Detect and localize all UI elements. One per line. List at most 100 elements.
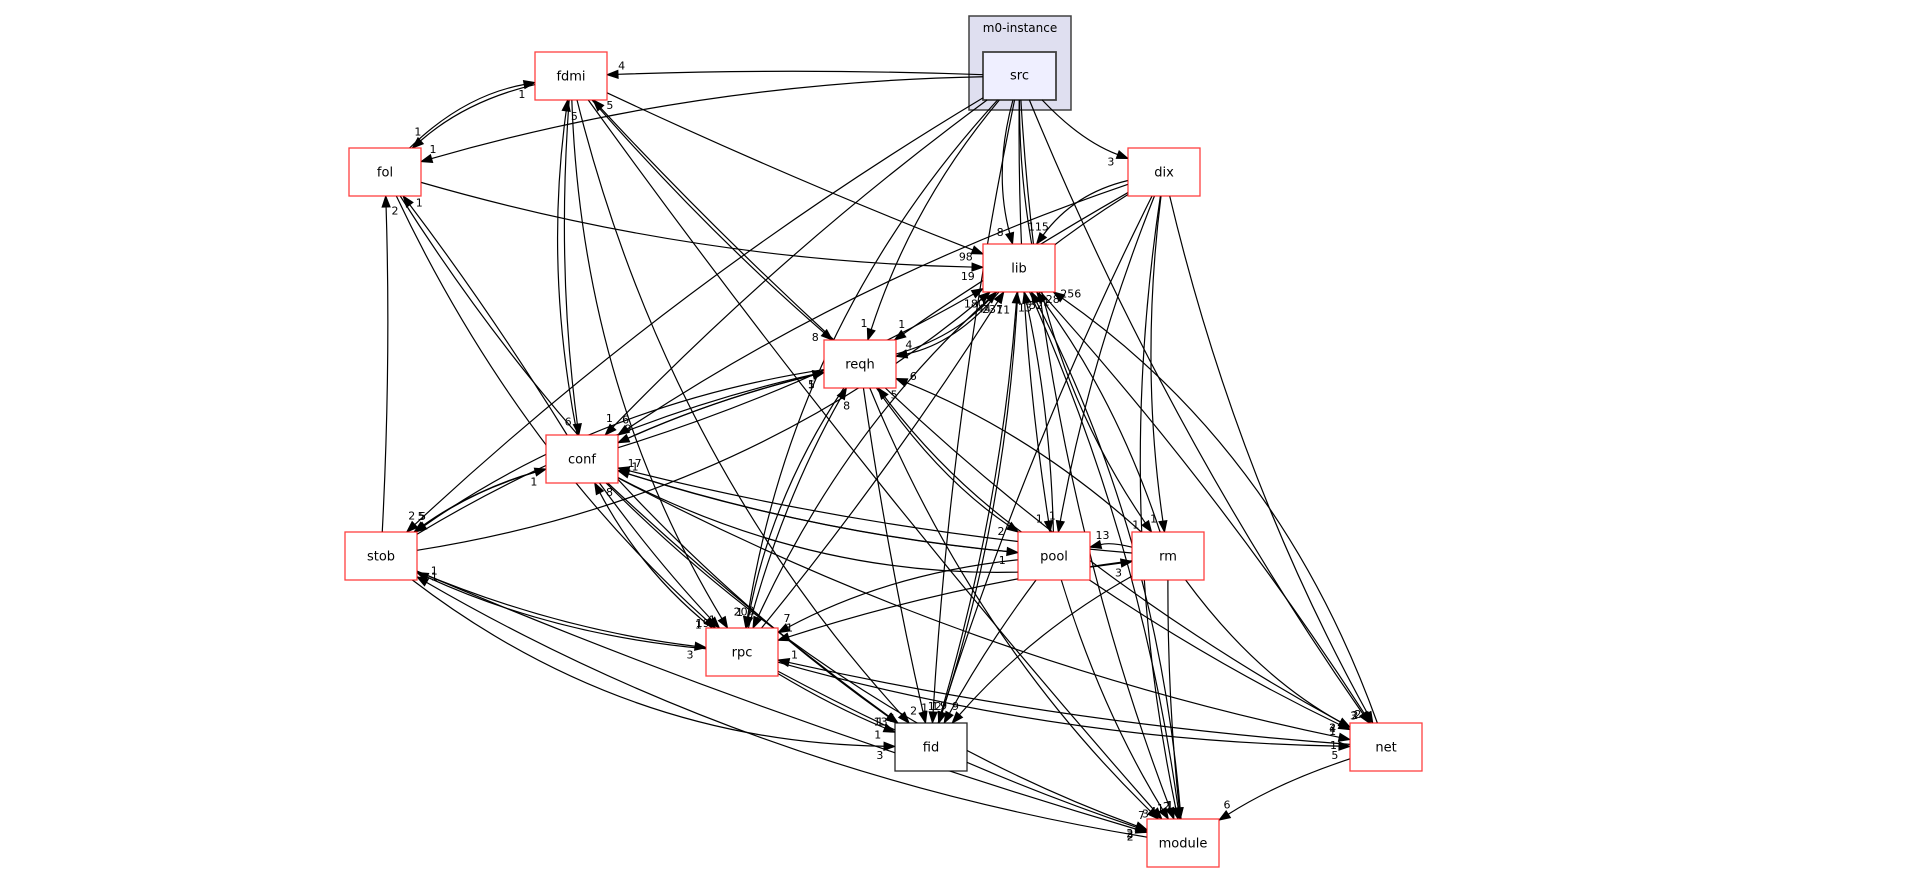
- node-rm-box[interactable]: [1131, 531, 1205, 581]
- edge-weight-label[interactable]: 2: [997, 525, 1004, 538]
- node-reqh[interactable]: reqh: [823, 339, 897, 389]
- edge-weight-label[interactable]: 3: [1107, 155, 1114, 168]
- node-dix-box[interactable]: [1127, 147, 1201, 197]
- edge-weight-label[interactable]: 1: [1167, 799, 1174, 812]
- node-conf[interactable]: conf: [545, 434, 619, 484]
- edge-weight-label[interactable]: 4: [905, 339, 912, 352]
- node-pool[interactable]: pool: [1017, 531, 1091, 581]
- edge-weight-label[interactable]: 1: [861, 317, 868, 330]
- node-reqh-box[interactable]: [823, 339, 897, 389]
- node-stob-label[interactable]: stob: [367, 550, 395, 565]
- node-lib[interactable]: lib: [982, 243, 1056, 293]
- edge-weight-label[interactable]: 2: [1163, 800, 1170, 813]
- edge-weight-label[interactable]: 19: [961, 270, 975, 283]
- edge-weight-label[interactable]: 1: [736, 606, 743, 619]
- edge-weight-label[interactable]: 1: [1329, 725, 1336, 738]
- node-rm-label[interactable]: rm: [1159, 550, 1177, 565]
- node-module-box[interactable]: [1146, 818, 1220, 868]
- edge-weight-label[interactable]: 2: [1329, 722, 1336, 735]
- edge-weight-label[interactable]: 1: [1165, 799, 1172, 812]
- edge-weight-label[interactable]: 1: [1043, 295, 1050, 308]
- edge-weight-label[interactable]: 4: [1149, 805, 1156, 818]
- edge-weight-label[interactable]: 1: [808, 378, 815, 391]
- edge-weight-label[interactable]: 3: [687, 649, 694, 662]
- edge-weight-label[interactable]: 5: [419, 510, 426, 523]
- edge-weight-label[interactable]: 6: [1223, 799, 1230, 812]
- node-src-box[interactable]: [982, 51, 1057, 101]
- edge-weight-label[interactable]: 5: [808, 379, 815, 392]
- edge-weight-label[interactable]: 7: [1138, 809, 1145, 822]
- edge-weight-label[interactable]: 5: [1331, 749, 1338, 762]
- node-net[interactable]: net: [1349, 722, 1423, 772]
- edge-weight-label[interactable]: 2: [1354, 708, 1361, 721]
- edge-weight-label[interactable]: 11: [996, 303, 1010, 316]
- edge-weight-label[interactable]: 1: [876, 715, 883, 728]
- edge-weight-label[interactable]: 1: [429, 143, 436, 156]
- node-rpc[interactable]: rpc: [705, 627, 779, 677]
- edge-weight-label[interactable]: 5: [606, 99, 613, 112]
- edge-weight-label[interactable]: 1: [1036, 513, 1043, 526]
- node-conf-box[interactable]: [545, 434, 619, 484]
- edge-weight-label[interactable]: 256: [1060, 287, 1081, 300]
- node-dix[interactable]: dix: [1127, 147, 1201, 197]
- edge-weight-label[interactable]: 1: [898, 318, 905, 331]
- edge-weight-label[interactable]: 98: [959, 251, 973, 264]
- node-rm[interactable]: rm: [1131, 531, 1205, 581]
- node-fid-box[interactable]: [894, 722, 968, 772]
- edge-weight-label[interactable]: 44: [977, 302, 991, 315]
- edge-weight-label[interactable]: 115: [1028, 221, 1049, 234]
- edge-weight-label[interactable]: 2: [1127, 831, 1134, 844]
- node-fid-label[interactable]: fid: [923, 741, 939, 756]
- edge-weight-label[interactable]: 1: [874, 729, 881, 742]
- edge-weight-label[interactable]: 6: [565, 415, 572, 428]
- node-net-box[interactable]: [1349, 722, 1423, 772]
- edge-weight-label[interactable]: 17: [628, 457, 642, 470]
- edge-weight-label[interactable]: 1: [414, 125, 421, 138]
- node-fdmi-box[interactable]: [534, 51, 608, 101]
- node-dix-label[interactable]: dix: [1154, 166, 1174, 181]
- edge-weight-label[interactable]: 1: [606, 412, 613, 425]
- edge-weight-label[interactable]: 2: [1351, 709, 1358, 722]
- edge-weight-label[interactable]: 4: [618, 59, 625, 72]
- edge-weight-label[interactable]: 1: [1150, 512, 1157, 525]
- edge-weight-label[interactable]: 1: [1132, 519, 1139, 532]
- node-fol[interactable]: fol: [348, 147, 422, 197]
- edge-weight-label[interactable]: 1: [431, 565, 438, 578]
- node-module[interactable]: module: [1146, 818, 1220, 868]
- edge-weight-label[interactable]: 13: [1095, 529, 1109, 542]
- node-reqh-label[interactable]: reqh: [845, 358, 875, 373]
- edge-weight-label[interactable]: 5: [418, 510, 425, 523]
- edge-weight-label[interactable]: 1: [631, 461, 638, 474]
- edge-weight-label[interactable]: 3: [1126, 828, 1133, 841]
- node-fol-box[interactable]: [348, 147, 422, 197]
- node-lib-label[interactable]: lib: [1011, 262, 1026, 277]
- edge-weight-label[interactable]: 8: [606, 486, 613, 499]
- node-fid[interactable]: fid: [894, 722, 968, 772]
- edge-weight-label[interactable]: 8: [843, 399, 850, 412]
- edge-weight-label[interactable]: 1: [791, 649, 798, 662]
- edge-weight-label[interactable]: 3: [1142, 808, 1149, 821]
- edge-weight-label[interactable]: 3: [1115, 566, 1122, 579]
- edge-weight-label[interactable]: 1: [695, 618, 702, 631]
- edge-weight-label[interactable]: 9: [952, 700, 959, 713]
- edge-weight-label[interactable]: 1: [931, 700, 938, 713]
- node-pool-label[interactable]: pool: [1040, 550, 1068, 565]
- node-lib-box[interactable]: [982, 243, 1056, 293]
- edge-weight-label[interactable]: 4: [1329, 722, 1336, 735]
- edge-weight-label[interactable]: 1: [786, 621, 793, 634]
- edge-weight-label[interactable]: 1: [999, 554, 1006, 567]
- edge-weight-label[interactable]: 5: [891, 389, 898, 402]
- edge-weight-label[interactable]: 19: [696, 617, 710, 630]
- node-net-label[interactable]: net: [1375, 741, 1396, 756]
- edge-weight-label[interactable]: 9: [625, 423, 632, 436]
- node-pool-box[interactable]: [1017, 531, 1091, 581]
- edge-weight-label[interactable]: 2: [1126, 827, 1133, 840]
- node-fdmi-label[interactable]: fdmi: [556, 70, 585, 85]
- edge-weight-label[interactable]: 5: [571, 110, 578, 123]
- node-stob[interactable]: stob: [344, 531, 418, 581]
- edge-weight-label[interactable]: 8: [812, 331, 819, 344]
- node-fdmi[interactable]: fdmi: [534, 51, 608, 101]
- edge-weight-label[interactable]: 2: [910, 704, 917, 717]
- edge-weight-label[interactable]: 6: [910, 370, 917, 383]
- edge-weight-label[interactable]: 2: [392, 205, 399, 218]
